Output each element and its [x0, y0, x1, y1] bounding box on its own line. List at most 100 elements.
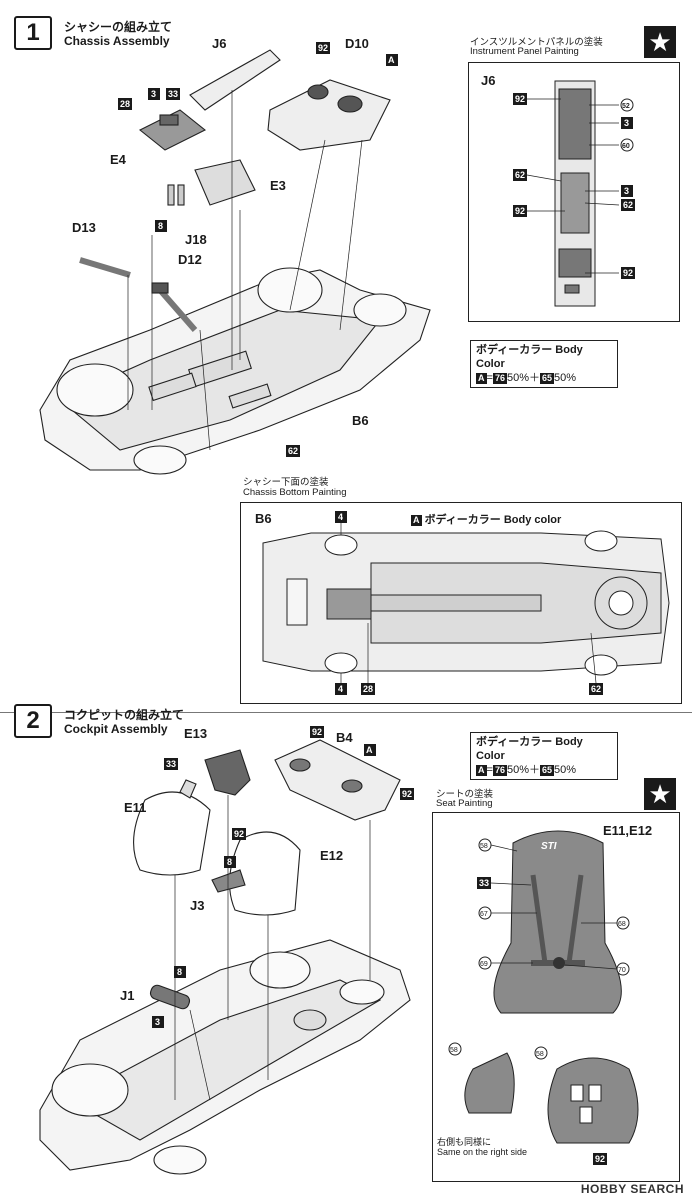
body-color-2-mix-a: 76	[492, 764, 507, 776]
ip-callout-3: 3	[624, 118, 629, 128]
ip-callout-3b: 3	[624, 186, 629, 196]
body-color-2-jp: ボディーカラー	[476, 736, 553, 748]
seat-painting-title-jp: シートの塗装	[436, 789, 494, 800]
part-label-e4: E4	[110, 152, 127, 167]
star-icon: ★	[644, 26, 676, 58]
instrument-panel-diagram: 92 52 3 60 62 3 92 62 92	[513, 80, 635, 307]
seat-painting-parts: E11,E12	[603, 823, 653, 838]
ip-callout-62: 62	[515, 170, 525, 180]
chassis-assembly-diagram: J6 D10 E4 E3 J18 D13 D12 B6 92 3 33 28 8…	[39, 36, 431, 475]
seat-painting-frame: E11,E12 STI 58 33 67 68 69 70	[432, 812, 680, 1182]
step-2-number: 2	[14, 704, 52, 738]
ip-callout-62b: 62	[623, 200, 633, 210]
seat-callout-67: 67	[480, 911, 488, 918]
cb-callout-4-top: 4	[338, 512, 343, 522]
body-color-2-en: Body Color	[476, 736, 583, 762]
seat-note-jp: 右側も同様に	[437, 1137, 492, 1147]
body-color-2-plus: ＋	[528, 764, 540, 776]
s2-callout-92a: 92	[312, 727, 322, 737]
ip-callout-52: 52	[622, 103, 630, 110]
star-icon-2: ★	[644, 778, 676, 810]
part-label-j3: J3	[190, 898, 204, 913]
chip-8: 8	[158, 221, 163, 231]
part-label-e3: E3	[270, 178, 286, 193]
chassis-bottom-color-label: A ボディーカラー Body color	[411, 511, 561, 527]
instrument-panel-frame: J6 92 52 3 60 62 3 92 62 92	[468, 62, 680, 322]
part-label-d13: D13	[72, 220, 96, 235]
ip-callout-60: 60	[622, 143, 630, 150]
seat-note-en: Same on the right side	[437, 1147, 528, 1157]
body-color-1-mix-b-pct: 50%	[554, 372, 577, 384]
svg-text:STI: STI	[541, 841, 557, 852]
body-color-1-mix-a: 76	[492, 372, 507, 384]
chip-28: 28	[120, 99, 130, 109]
chassis-bottom-chip: A	[411, 514, 422, 526]
chassis-bottom-frame: B6 A ボディーカラー Body color 4 4 28 62	[240, 502, 682, 704]
ip-callout-92b: 92	[515, 206, 525, 216]
seat-painting-title-en: Seat Painting	[436, 798, 493, 809]
body-color-1-plus: ＋	[528, 372, 540, 384]
s2-callout-8a: 8	[227, 857, 232, 867]
part-label-j18: J18	[185, 232, 207, 247]
seat-callout-58c: 58	[536, 1051, 544, 1058]
chassis-bottom-color-jp: ボディーカラー	[424, 514, 501, 526]
part-label-e13: E13	[184, 726, 207, 741]
body-color-1-chip: A	[476, 372, 487, 384]
body-color-1-jp: ボディーカラー	[476, 344, 553, 356]
part-label-j6: J6	[212, 36, 226, 51]
seat-callout-69: 69	[480, 961, 488, 968]
instrument-panel-title-en: Instrument Panel Painting	[470, 46, 579, 57]
body-color-2-mix-b: 65	[539, 764, 554, 776]
s2-callout-a: A	[366, 745, 373, 755]
s2-callout-33: 33	[166, 759, 176, 769]
body-color-2-mix-b-pct: 50%	[554, 764, 577, 776]
seat-callout-58a: 58	[480, 843, 488, 850]
watermark: HOBBY SEARCH	[580, 1182, 684, 1196]
s2-callout-92b: 92	[402, 789, 412, 799]
cb-callout-62: 62	[591, 684, 601, 694]
part-label-j1: J1	[120, 988, 134, 1003]
chip-3: 3	[151, 89, 156, 99]
s2-callout-8b: 8	[177, 967, 182, 977]
section-divider	[0, 712, 692, 713]
s2-callout-92c: 92	[234, 829, 244, 839]
seat-painting-diagram: STI 58 33 67 68 69 70 58 58 92	[448, 830, 639, 1165]
body-color-1-en: Body Color	[476, 344, 583, 370]
seat-callout-58b: 58	[450, 1047, 458, 1054]
chassis-bottom-color-en: Body color	[503, 514, 562, 526]
seat-callout-92: 92	[595, 1154, 605, 1164]
s2-callout-3: 3	[155, 1017, 160, 1027]
chip-62: 62	[288, 446, 298, 456]
chassis-bottom-title-jp: シャシー下面の塗装	[243, 477, 329, 488]
part-label-e11: E11	[124, 800, 146, 815]
chassis-bottom-title-en: Chassis Bottom Painting	[243, 487, 347, 498]
cb-callout-4-bottom: 4	[338, 684, 343, 694]
ip-callout-92: 92	[515, 94, 525, 104]
step-1-title-jp: シャシーの組み立て	[64, 20, 173, 34]
instrument-panel-title-jp: インスツルメントパネルの塗装	[470, 37, 603, 48]
seat-callout-70: 70	[618, 967, 626, 974]
chip-a: A	[388, 55, 395, 65]
chip-92: 92	[318, 43, 328, 53]
part-label-e12: E12	[320, 848, 343, 863]
body-color-2-chip: A	[476, 764, 487, 776]
part-label-b4: B4	[336, 730, 353, 745]
step-1-title-en: Chassis Assembly	[64, 34, 170, 48]
chassis-bottom-diagram: 4 4 28 62	[262, 511, 670, 695]
body-color-1-mix-a-pct: 50%	[506, 372, 529, 384]
body-color-2-mix-a-pct: 50%	[506, 764, 529, 776]
step-2-title-en: Cockpit Assembly	[64, 722, 168, 736]
step-2-title-jp: コクピットの組み立て	[64, 708, 185, 722]
part-label-d10: D10	[345, 36, 369, 51]
instrument-panel-part-label: J6	[481, 73, 496, 88]
seat-callout-33: 33	[479, 878, 489, 888]
cb-callout-28: 28	[363, 684, 373, 694]
step-1-number: 1	[14, 16, 52, 50]
ip-callout-92c: 92	[623, 268, 633, 278]
seat-callout-68: 68	[618, 921, 626, 928]
part-label-d12: D12	[178, 252, 202, 267]
part-label-b6: B6	[352, 413, 369, 428]
chip-33: 33	[168, 89, 178, 99]
